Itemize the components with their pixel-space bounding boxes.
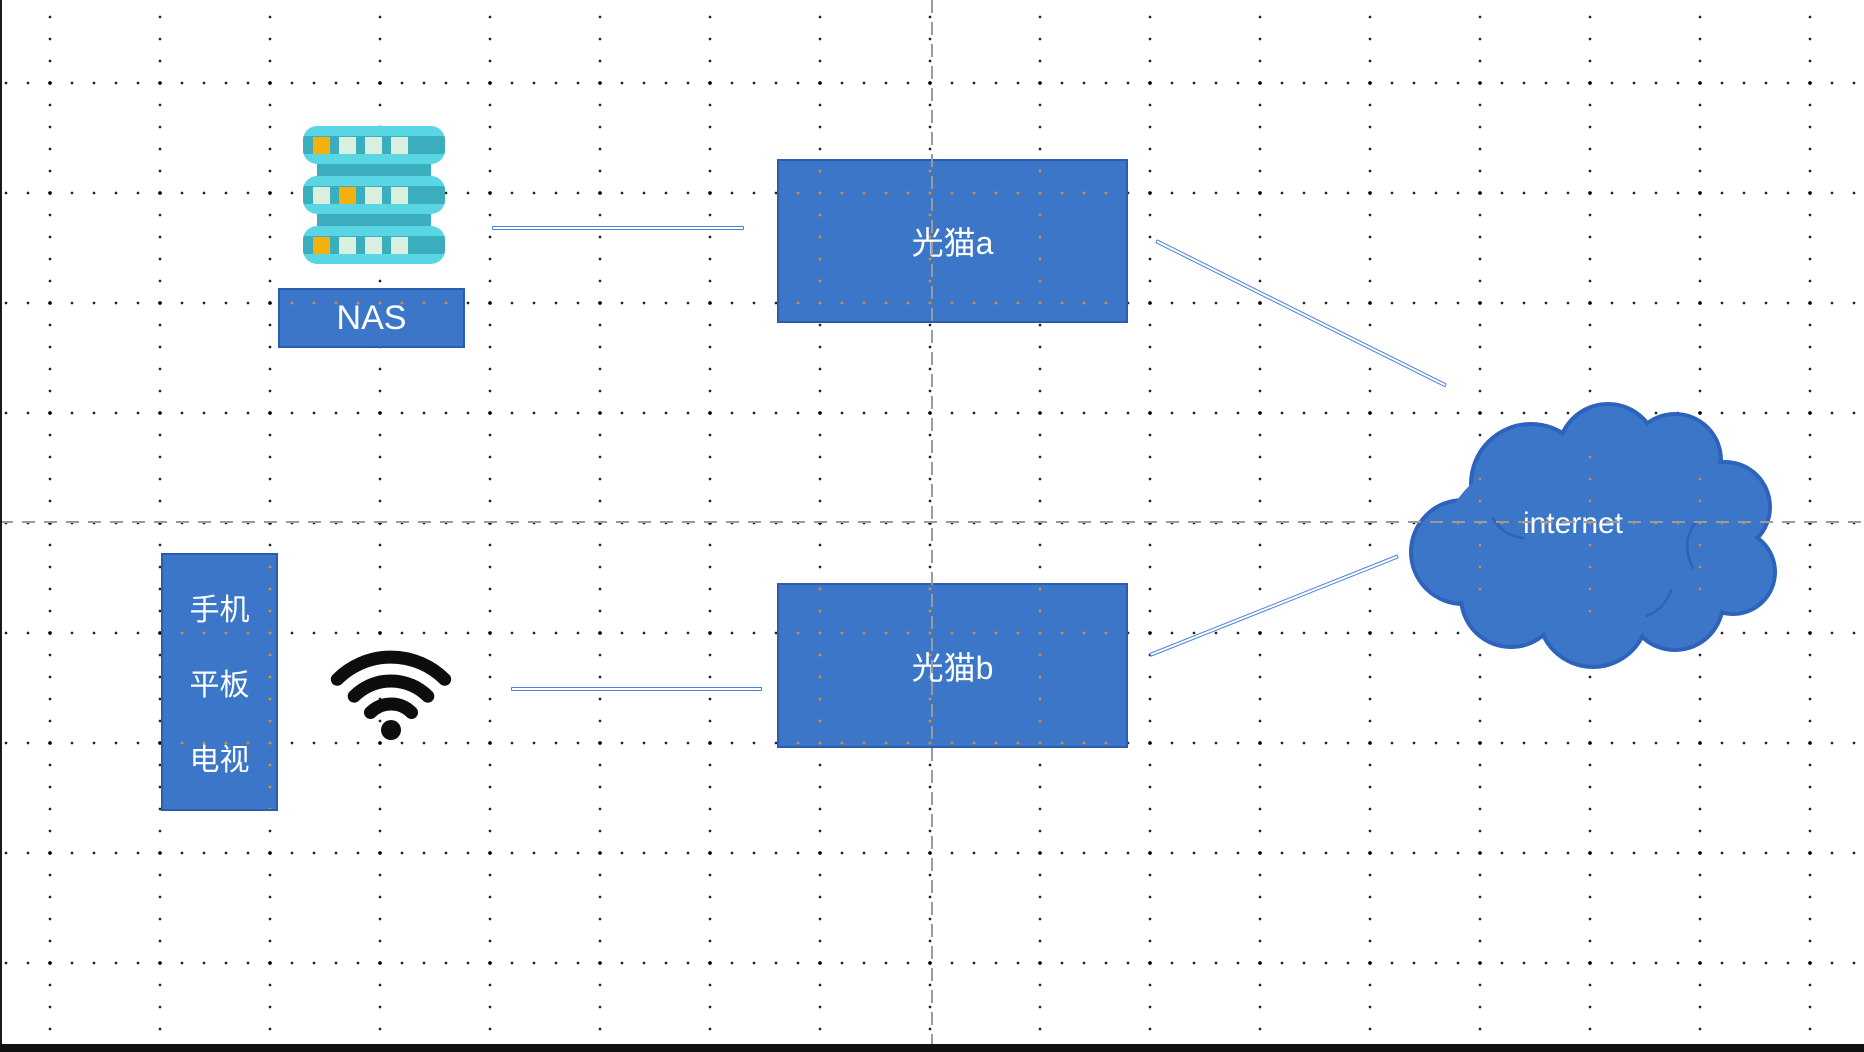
cloud-icon: internet (1409, 402, 1777, 669)
cloud-label: internet (1523, 507, 1624, 540)
vertical-center-guide (931, 0, 933, 1052)
nas-label-text: NAS (336, 298, 407, 337)
connector-nas-to-modem-a[interactable] (492, 226, 744, 230)
wifi-icon (330, 650, 452, 740)
cloud-shape[interactable]: internet (1401, 400, 1780, 679)
device-line-tv: 电视 (189, 744, 250, 777)
page-edge-bottom (0, 1044, 1864, 1052)
modem-a-label: 光猫a (911, 225, 994, 261)
page-edge-left (0, 0, 2, 1052)
nas-server-shape[interactable] (303, 126, 445, 264)
connector-modem-b-to-cloud[interactable] (1149, 554, 1399, 657)
device-line-tablet: 平板 (189, 669, 250, 702)
server-icon (303, 126, 445, 264)
connector-wifi-to-modem-b[interactable] (511, 687, 762, 691)
node-modem-a[interactable]: 光猫a (777, 159, 1128, 323)
node-nas-label[interactable]: NAS (278, 288, 465, 348)
wifi-shape[interactable] (323, 637, 460, 743)
node-devices[interactable]: 手机 平板 电视 (161, 553, 278, 811)
connector-modem-a-to-cloud[interactable] (1155, 239, 1447, 388)
modem-b-label: 光猫b (911, 649, 994, 686)
node-modem-b[interactable]: 光猫b (777, 583, 1128, 748)
device-line-phone: 手机 (189, 594, 250, 627)
